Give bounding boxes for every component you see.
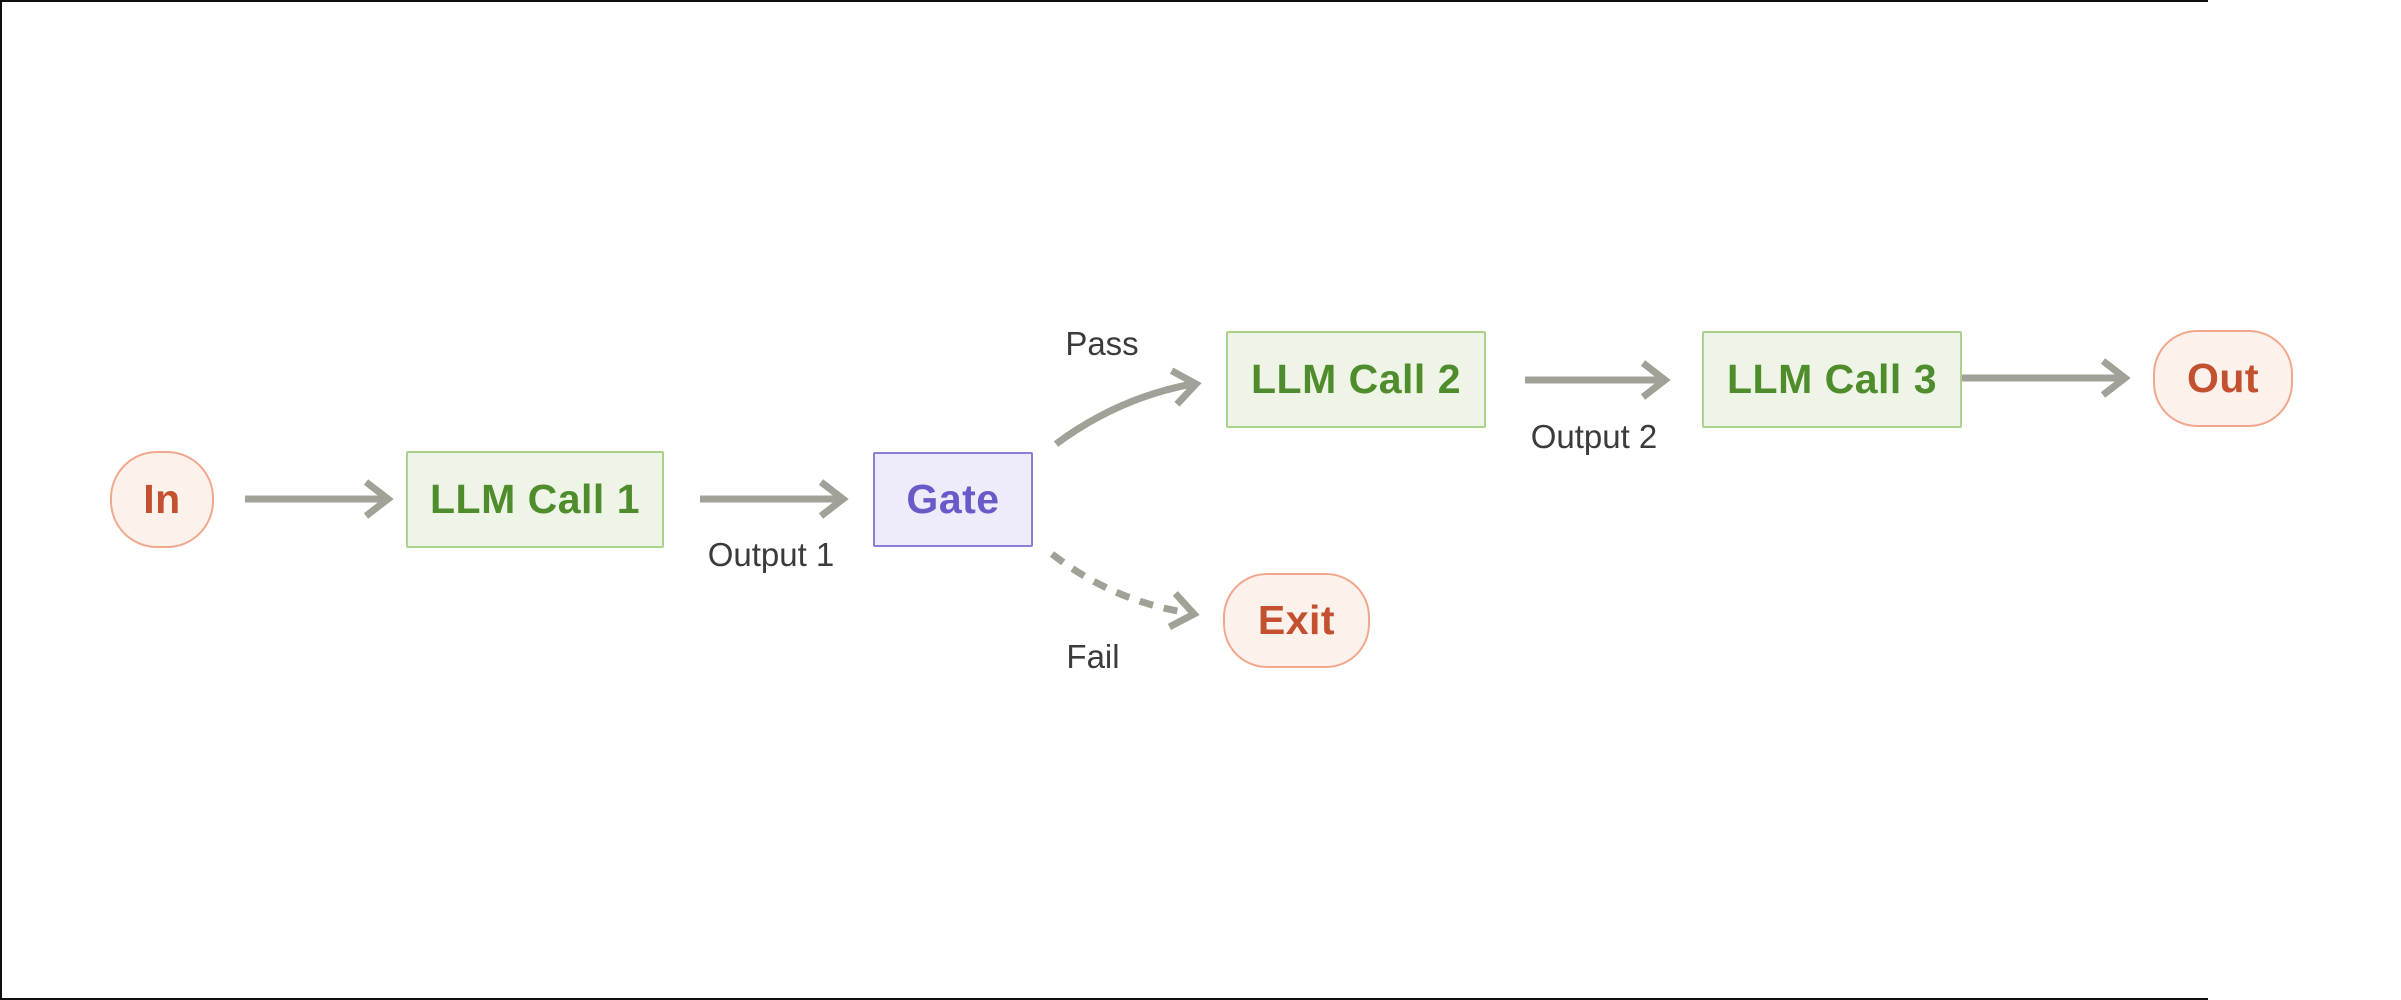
- frame-bottom-border: [0, 998, 2208, 1000]
- edge-label-output-1: Output 1: [707, 536, 835, 573]
- node-out: Out: [2153, 330, 2293, 427]
- arrow-in-to-llm1: [245, 479, 394, 519]
- node-in: In: [110, 451, 214, 548]
- node-exit: Exit: [1223, 573, 1370, 668]
- frame-top-border: [0, 0, 2208, 2]
- edge-label-pass: Pass: [1065, 325, 1139, 362]
- edge-label-output-2: Output 2: [1530, 418, 1658, 455]
- frame-left-border: [0, 0, 2, 1000]
- node-llm-call-3: LLM Call 3: [1702, 331, 1962, 428]
- node-gate: Gate: [873, 452, 1033, 547]
- node-llm-call-1: LLM Call 1: [406, 451, 664, 548]
- arrow-gate-to-exit-fail: [1049, 551, 1200, 631]
- arrow-gate-to-llm2-pass: [1053, 367, 1202, 447]
- arrow-llm2-to-llm3: [1525, 360, 1671, 400]
- edge-label-fail: Fail: [1066, 638, 1120, 675]
- arrow-llm1-to-gate: [700, 479, 849, 519]
- node-llm-call-2: LLM Call 2: [1226, 331, 1486, 428]
